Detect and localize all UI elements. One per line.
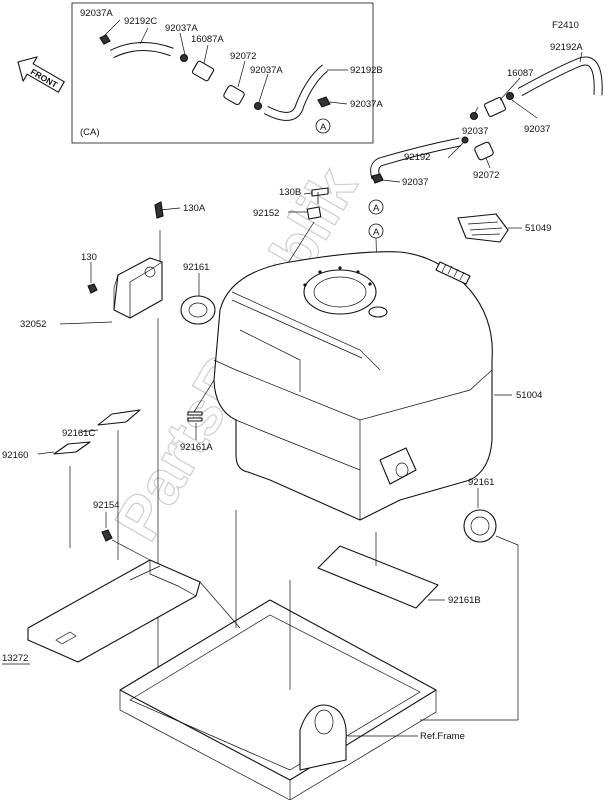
- pad-left-group: 92161C 92160: [2, 409, 141, 560]
- clip-92037-3: [371, 173, 384, 184]
- label-92161a: 92161A: [180, 442, 213, 453]
- bolt-130: [87, 283, 98, 294]
- grommet-92161-upper: [180, 295, 216, 325]
- label-32052: 32052: [20, 319, 46, 330]
- label-92037a-4: 92037A: [350, 99, 383, 110]
- label-92037-3: 92037: [402, 177, 428, 188]
- label-92192c: 92192C: [124, 16, 157, 27]
- label-130a: 130A: [183, 203, 206, 214]
- ref-a-2-label: A: [373, 227, 380, 238]
- tray-plate: [27, 559, 201, 663]
- label-92161b: 92161B: [448, 595, 481, 606]
- pad-92161a: [187, 411, 203, 422]
- label-ref-frame: Ref.Frame: [420, 731, 465, 742]
- label-92154: 92154: [93, 500, 119, 511]
- label-92161c: 92161C: [62, 428, 95, 439]
- bolt-92154: [101, 529, 113, 542]
- label-92192a: 92192A: [550, 42, 583, 53]
- figure-code: F2410: [552, 20, 579, 31]
- pad-92161c: [97, 409, 141, 426]
- label-13272: 13272: [2, 653, 28, 664]
- fuel-line-assembly: A A 92192A 16087 92037 92037 92192 92072…: [368, 42, 603, 313]
- ref-circle-a-inset: [315, 118, 331, 134]
- fuel-filter-16087: [483, 96, 507, 118]
- clip-92037a-3: [253, 101, 263, 111]
- bolt-92154-group: 92154: [93, 500, 151, 561]
- label-16087: 16087: [507, 68, 533, 79]
- gauge-51049: [457, 213, 509, 243]
- grommet-92161-upper-group: 92161: [180, 262, 216, 325]
- valve-92072: [474, 141, 494, 161]
- tank-body: [213, 251, 493, 521]
- inset-variant-label: (CA): [80, 127, 100, 138]
- clip-92037-2: [469, 111, 479, 121]
- pad-92161b-group: 92161B: [317, 532, 481, 609]
- front-arrow: FRONT: [17, 56, 65, 93]
- label-92161-upper: 92161: [183, 262, 209, 273]
- pad-92161a-group: 92161A: [180, 411, 213, 453]
- label-92072: 92072: [473, 170, 499, 181]
- pad-92161b: [317, 545, 439, 609]
- label-16087a: 16087A: [191, 34, 224, 45]
- clip-92037a-1: [99, 34, 111, 45]
- label-51049: 51049: [525, 223, 551, 234]
- grommet-92161-lower: [463, 509, 497, 543]
- fuel-outlet: [368, 306, 388, 318]
- frame-outline: [119, 599, 437, 781]
- ref-circle-a-1: [368, 199, 384, 215]
- drain-boss: [379, 447, 417, 485]
- ref-a-inset-label: A: [320, 122, 327, 133]
- gauge-51049-group: 51049: [457, 213, 551, 243]
- bracket-group: 130A 130 32052: [20, 201, 206, 700]
- label-130b: 130B: [279, 187, 301, 198]
- grommet-92161-lower-group: 92161: [420, 477, 519, 721]
- label-92037-1: 92037: [462, 126, 488, 137]
- label-130: 130: [81, 252, 97, 263]
- label-51004: 51004: [516, 390, 542, 401]
- valve-92072-ca: [223, 84, 245, 106]
- label-92160: 92160: [2, 450, 28, 461]
- label-92037a-1: 92037A: [80, 8, 113, 19]
- filler-neck: [303, 269, 377, 315]
- ca-inset: A 92037A 92192C 92037A 16087A 92072 9203…: [71, 2, 383, 144]
- tray-13272: 13272: [2, 559, 201, 665]
- bolt-130b: [311, 187, 329, 197]
- clip-92037a-2: [179, 53, 189, 63]
- label-92037a-2: 92037A: [165, 23, 198, 34]
- ref-a-1-label: A: [373, 203, 380, 214]
- ca-inset-frame: [71, 2, 374, 144]
- label-92152: 92152: [253, 208, 279, 219]
- label-92037a-3: 92037A: [250, 65, 283, 76]
- label-92072-ca: 92072: [230, 51, 256, 62]
- fuel-tank-51004: 51004: [213, 251, 542, 521]
- reference-frame: Ref.Frame: [119, 510, 465, 800]
- fuel-filter-16087a: [191, 60, 215, 82]
- label-92037-2: 92037: [524, 124, 550, 135]
- label-92161-lower: 92161: [468, 477, 494, 488]
- label-92192: 92192: [404, 152, 430, 163]
- grommet-92152: [306, 206, 322, 220]
- label-92192b: 92192B: [350, 65, 383, 76]
- clip-92037-1: [505, 91, 515, 101]
- clip-92037a-4: [317, 96, 331, 108]
- bolt-130a: [154, 201, 164, 219]
- pad-92160: [53, 441, 91, 455]
- frame-mount: [299, 704, 347, 771]
